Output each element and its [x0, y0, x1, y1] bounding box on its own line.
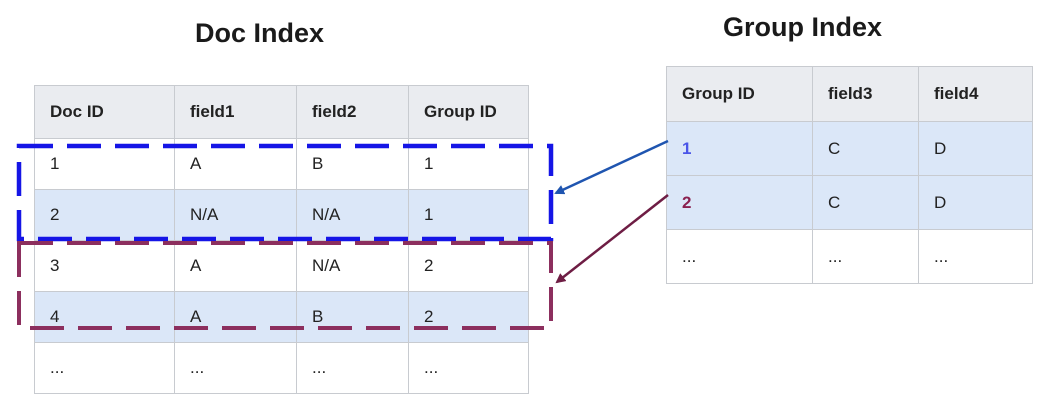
group-cell: ... [666, 229, 813, 284]
doc-cell: A [174, 138, 297, 190]
doc-cell: 4 [34, 291, 175, 343]
field3-header: field3 [812, 66, 919, 122]
doc-row-3: 3 A N/A 2 [34, 240, 529, 292]
doc-row-2: 2 N/A N/A 1 [34, 189, 529, 241]
doc-index-title: Doc Index [195, 18, 325, 48]
field2-header: field2 [296, 85, 409, 139]
group-row-ellipsis: ... ... ... [666, 229, 1033, 284]
group-id-cell: 1 [666, 121, 813, 176]
doc-cell: N/A [296, 189, 409, 241]
group-id-header: Group ID [408, 85, 529, 139]
doc-cell: 2 [34, 189, 175, 241]
group-cell: C [812, 121, 919, 176]
doc-cell: 1 [408, 138, 529, 190]
doc-cell: B [296, 291, 409, 343]
group-cell: D [918, 175, 1033, 230]
doc-cell: N/A [174, 189, 297, 241]
doc-cell: N/A [296, 240, 409, 292]
group-id-cell: 2 [666, 175, 813, 230]
field1-header: field1 [174, 85, 297, 139]
doc-cell: ... [408, 342, 529, 394]
doc-cell: ... [34, 342, 175, 394]
group-row-2: 2 C D [666, 175, 1033, 230]
doc-cell: B [296, 138, 409, 190]
doc-index-table: Doc ID field1 field2 Group ID 1 A B 1 2 … [34, 85, 529, 394]
doc-cell: ... [296, 342, 409, 394]
field4-header: field4 [918, 66, 1033, 122]
doc-cell: ... [174, 342, 297, 394]
doc-index-header-row: Doc ID field1 field2 Group ID [34, 85, 529, 139]
group-index-header-row: Group ID field3 field4 [666, 66, 1033, 122]
doc-cell: 3 [34, 240, 175, 292]
group-cell: ... [918, 229, 1033, 284]
group-cell: C [812, 175, 919, 230]
group-cell: ... [812, 229, 919, 284]
group-index-table: Group ID field3 field4 1 C D 2 C D ... .… [666, 66, 1033, 284]
group-1-arrow [554, 139, 669, 195]
doc-cell: 1 [34, 138, 175, 190]
doc-cell: A [174, 240, 297, 292]
doc-row-ellipsis: ... ... ... ... [34, 342, 529, 394]
group-index-title: Group Index [723, 12, 883, 42]
group-cell: D [918, 121, 1033, 176]
group-id-header: Group ID [666, 66, 813, 122]
group-2-arrow [555, 194, 669, 284]
doc-cell: A [174, 291, 297, 343]
doc-row-4: 4 A B 2 [34, 291, 529, 343]
doc-cell: 2 [408, 240, 529, 292]
group-row-1: 1 C D [666, 121, 1033, 176]
doc-cell: 2 [408, 291, 529, 343]
doc-row-1: 1 A B 1 [34, 138, 529, 190]
doc-id-header: Doc ID [34, 85, 175, 139]
doc-cell: 1 [408, 189, 529, 241]
